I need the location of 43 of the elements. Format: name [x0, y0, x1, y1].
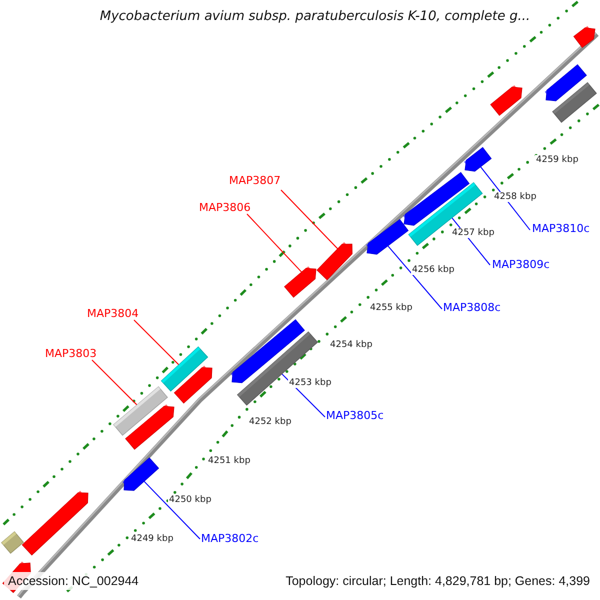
- gene-bar: [552, 82, 597, 123]
- gene-label: MAP3802c: [201, 532, 259, 545]
- gene-feature: [366, 219, 409, 255]
- gene-feature: [22, 490, 88, 556]
- leader-line: [281, 373, 326, 418]
- leader-line: [92, 360, 138, 406]
- map-title: Mycobacterium avium subsp. paratuberculosis K-10, complete g...: [98, 9, 532, 24]
- scale-label: 4251 kbp: [207, 456, 252, 466]
- gene-feature: [316, 242, 352, 280]
- gene-label: MAP3805c: [326, 409, 384, 422]
- leader-line: [387, 245, 442, 310]
- gene-feature: [403, 172, 470, 226]
- leader-line: [280, 190, 338, 250]
- gene-feature: [573, 26, 596, 48]
- scale-label: 4257 kbp: [451, 228, 496, 238]
- scale-label: 4259 kbp: [535, 155, 580, 165]
- gene-label: MAP3810c: [532, 222, 590, 235]
- scale-label: 4256 kbp: [411, 265, 456, 275]
- scale-label: 4252 kbp: [248, 417, 292, 427]
- gene-feature: [174, 366, 212, 404]
- gene-feature: [284, 266, 316, 298]
- gene-feature: [544, 64, 587, 102]
- gene-feature: [125, 404, 174, 450]
- scale-label: 4253 kbp: [288, 378, 332, 388]
- leader-line: [246, 214, 302, 273]
- gene-bar: [113, 386, 168, 436]
- scale-label: 4249 kbp: [130, 534, 174, 544]
- scale-label: 4250 kbp: [168, 495, 212, 505]
- gene-bar: [1, 531, 24, 554]
- gene-feature: [122, 457, 160, 491]
- gene-label: MAP3803: [45, 347, 97, 360]
- gene-label: MAP3806: [199, 201, 251, 214]
- gene-bar: [160, 346, 208, 392]
- gene-feature: [464, 147, 492, 172]
- gene-label: MAP3809c: [492, 258, 550, 271]
- leader-line: [144, 480, 200, 540]
- gene-feature: [490, 85, 522, 116]
- gene-label: MAP3807: [229, 174, 281, 187]
- gene-label: MAP3808c: [443, 301, 501, 314]
- gene-label: MAP3804: [87, 307, 139, 320]
- scale-label: 4255 kbp: [369, 303, 414, 313]
- scale-label: 4254 kbp: [329, 340, 374, 350]
- scale-label: 4258 kbp: [493, 192, 538, 202]
